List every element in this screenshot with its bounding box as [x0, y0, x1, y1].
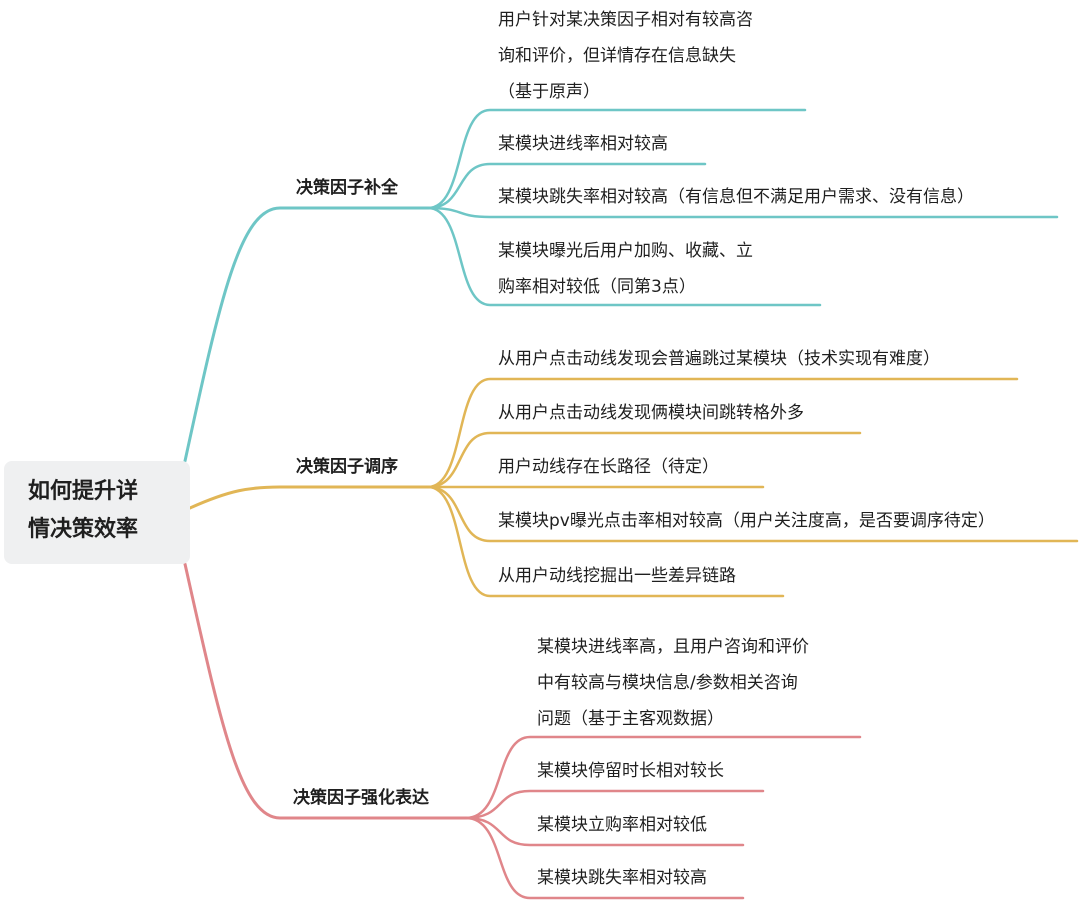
branch-1-child-1-connector	[426, 108, 807, 210]
branch-1-child-connectors	[426, 108, 1059, 307]
leaf-line: 某模块进线率相对较高	[498, 134, 668, 154]
branch-1-child-3-connector	[426, 206, 1059, 219]
branch-3-child-2[interactable]: 某模块停留时长相对较长	[537, 753, 724, 789]
branch-2-child-connectors	[426, 377, 1079, 598]
branch-1-child-4[interactable]: 某模块曝光后用户加购、收藏、立 购率相对较低（同第3点）	[498, 233, 753, 305]
branch-1-child-3[interactable]: 某模块跳失率相对较高（有信息但不满足用户需求、没有信息）	[498, 179, 974, 215]
leaf-line: 问题（基于主客观数据）	[537, 709, 724, 729]
leaf-line: 某模块进线率高，且用户咨询和评价	[537, 637, 809, 657]
branch-3-child-2-connector	[464, 789, 765, 820]
root-to-branch-1-connector	[183, 206, 430, 463]
leaf-line: 某模块停留时长相对较长	[537, 761, 724, 781]
branch-2-child-2-connector	[426, 431, 862, 489]
branch-3-child-1[interactable]: 某模块进线率高，且用户咨询和评价 中有较高与模块信息/参数相关咨询 问题（基于主…	[537, 629, 809, 737]
branch-2-label[interactable]: 决策因子调序	[296, 457, 398, 477]
leaf-line: 询和评价，但详情存在信息缺失	[498, 46, 736, 66]
root-node[interactable]: 如何提升详 情决策效率	[4, 461, 190, 564]
branch-2-child-1[interactable]: 从用户点击动线发现会普遍跳过某模块（技术实现有难度）	[498, 341, 940, 377]
branch-2-child-5-connector	[426, 485, 785, 598]
branch-1-child-2-connector	[426, 162, 707, 210]
branch-2-child-4[interactable]: 某模块pv曝光点击率相对较高（用户关注度高，是否要调序待定）	[498, 503, 995, 539]
branch-1-child-1[interactable]: 用户针对某决策因子相对有较高咨 询和评价，但详情存在信息缺失 （基于原声）	[498, 2, 753, 110]
root-node-line-2: 情决策效率	[28, 517, 139, 542]
leaf-line: 某模块曝光后用户加购、收藏、立	[498, 241, 753, 261]
root-node-line-1: 如何提升详	[28, 479, 139, 504]
branch-3-child-4[interactable]: 某模块跳失率相对较高	[537, 860, 707, 896]
branch-1-label[interactable]: 决策因子补全	[296, 178, 398, 198]
leaf-line: 中有较高与模块信息/参数相关咨询	[537, 673, 798, 693]
leaf-line: 用户动线存在长路径（待定）	[498, 457, 719, 477]
branch-2-child-4-connector	[426, 485, 1079, 543]
leaf-line: 某模块pv曝光点击率相对较高（用户关注度高，是否要调序待定）	[498, 511, 995, 531]
root-to-branch-3-connector	[183, 562, 468, 820]
branch-3-child-3[interactable]: 某模块立购率相对较低	[537, 807, 707, 843]
branch-2-child-5[interactable]: 从用户动线挖掘出一些差异链路	[498, 558, 736, 594]
leaf-line: 用户针对某决策因子相对有较高咨	[498, 10, 753, 30]
leaf-line: 从用户动线挖掘出一些差异链路	[498, 566, 736, 586]
branch-1-child-4-connector	[426, 206, 822, 307]
branch-2-child-3[interactable]: 用户动线存在长路径（待定）	[498, 449, 719, 485]
branch-3-child-4-connector	[464, 816, 745, 900]
branch-2-child-2[interactable]: 从用户点击动线发现俩模块间跳转格外多	[498, 395, 804, 431]
leaf-line: 购率相对较低（同第3点）	[498, 277, 696, 297]
leaf-line: 从用户点击动线发现会普遍跳过某模块（技术实现有难度）	[498, 349, 940, 369]
branch-2-child-1-connector	[426, 377, 1019, 489]
leaf-line: （基于原声）	[498, 82, 600, 102]
branch-3-child-connectors	[464, 735, 862, 900]
branch-3-child-1-connector	[464, 735, 862, 820]
branch-3-child-3-connector	[464, 816, 745, 847]
root-to-branch-2-connector	[188, 485, 430, 510]
branch-1-child-2[interactable]: 某模块进线率相对较高	[498, 126, 668, 162]
leaf-line: 某模块跳失率相对较高（有信息但不满足用户需求、没有信息）	[498, 187, 974, 207]
leaf-line: 某模块跳失率相对较高	[537, 868, 707, 888]
branch-3-label[interactable]: 决策因子强化表达	[293, 788, 429, 808]
leaf-line: 某模块立购率相对较低	[537, 815, 707, 835]
leaf-line: 从用户点击动线发现俩模块间跳转格外多	[498, 403, 804, 423]
